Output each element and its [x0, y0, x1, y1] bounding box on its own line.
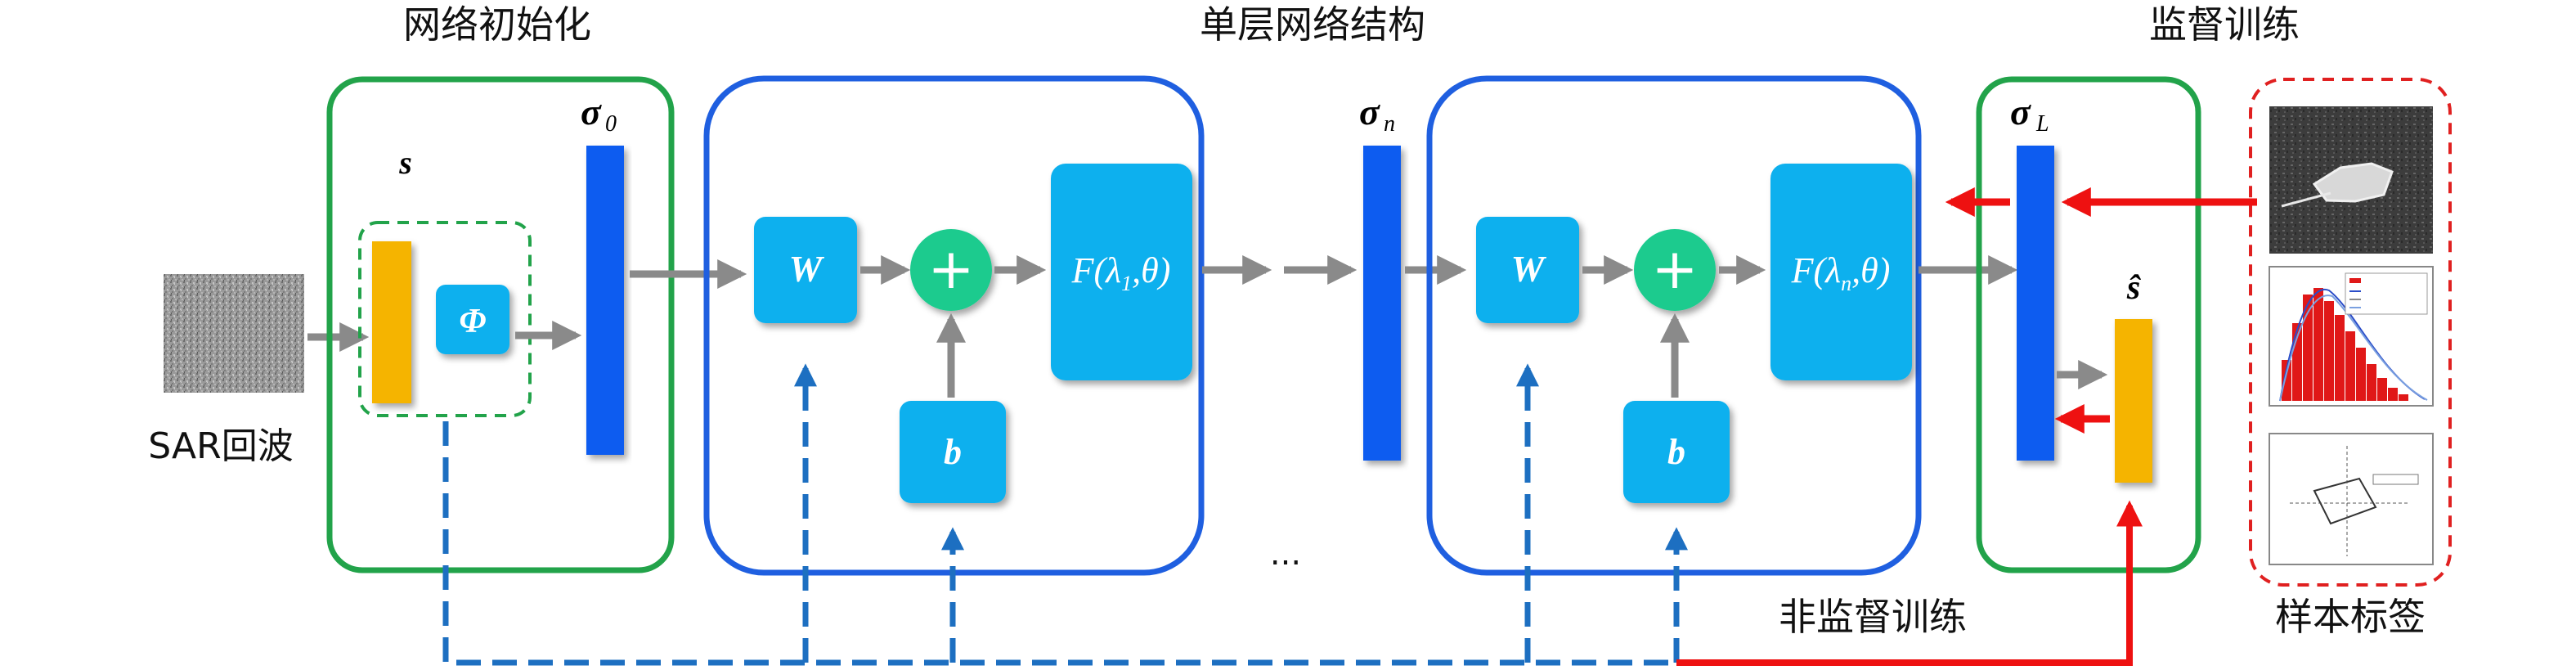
w1-label: W: [789, 248, 825, 290]
b2-label: b: [1667, 432, 1685, 472]
init-dashed-box: [358, 221, 532, 417]
shat-label: ŝ: [2126, 269, 2142, 307]
fn-main: F(λ: [1791, 250, 1842, 290]
sigma0-bar: [586, 146, 624, 455]
sigman-label: σ: [1359, 91, 1380, 133]
unsupervised-label: 非监督训练: [1779, 595, 1967, 639]
b2-block: [1623, 401, 1730, 503]
phi-label: Φ: [459, 303, 486, 340]
s-label: s: [398, 144, 412, 181]
sar-echo-label: SAR回波: [148, 425, 293, 467]
layer-title: 单层网络结构: [1200, 2, 1425, 47]
f1-label: F(λ1,θ): [1071, 250, 1171, 295]
phi-block: [436, 285, 509, 354]
dashed-feedback-lines: [442, 363, 1688, 666]
sigman-bar: [1363, 146, 1401, 461]
red-supervised-path: [1676, 500, 2143, 666]
plus1-label: +: [928, 237, 975, 302]
sigmaL-sub: L: [2035, 111, 2049, 137]
b1-block: [900, 401, 1006, 503]
fn-block: [1770, 164, 1912, 380]
sigmaL-bar: [2017, 146, 2054, 461]
f1-sub: 1: [1121, 272, 1132, 295]
fn-end: ,θ): [1851, 250, 1890, 290]
sample-sar-image: [2269, 106, 2433, 254]
sar-echo-image: [164, 274, 304, 393]
sigma0-sub: 0: [605, 111, 617, 137]
sample-histogram: [2269, 266, 2434, 407]
sample-frame: [2249, 78, 2452, 587]
plus1-circle: [910, 229, 992, 311]
ellipsis-label: ...: [1270, 535, 1301, 573]
sample-geometry-plot: [2269, 433, 2434, 565]
init-title: 网络初始化: [403, 2, 591, 47]
b1-label: b: [944, 432, 962, 472]
supervised-frame: [1976, 76, 2201, 573]
w2-block: [1476, 217, 1579, 323]
s-yellow-bar: [372, 241, 411, 403]
sigma0-label: σ: [581, 91, 602, 133]
sigmaL-label: σ: [2010, 91, 2031, 133]
w1-block: [754, 217, 857, 323]
supervised-title: 监督训练: [2149, 2, 2300, 47]
sample-label: 样本标签: [2275, 595, 2426, 639]
fn-sub: n: [1841, 272, 1851, 295]
sigman-sub: n: [1384, 111, 1395, 137]
plus2-circle: [1634, 229, 1716, 311]
init-frame: [326, 76, 675, 573]
fn-label: F(λn,θ): [1791, 250, 1891, 295]
f1-block: [1051, 164, 1192, 380]
shat-yellow-bar: [2115, 319, 2152, 483]
plus2-label: +: [1652, 237, 1699, 302]
f1-main: F(λ: [1071, 250, 1122, 290]
f1-end: ,θ): [1132, 250, 1170, 290]
w2-label: W: [1511, 248, 1547, 290]
